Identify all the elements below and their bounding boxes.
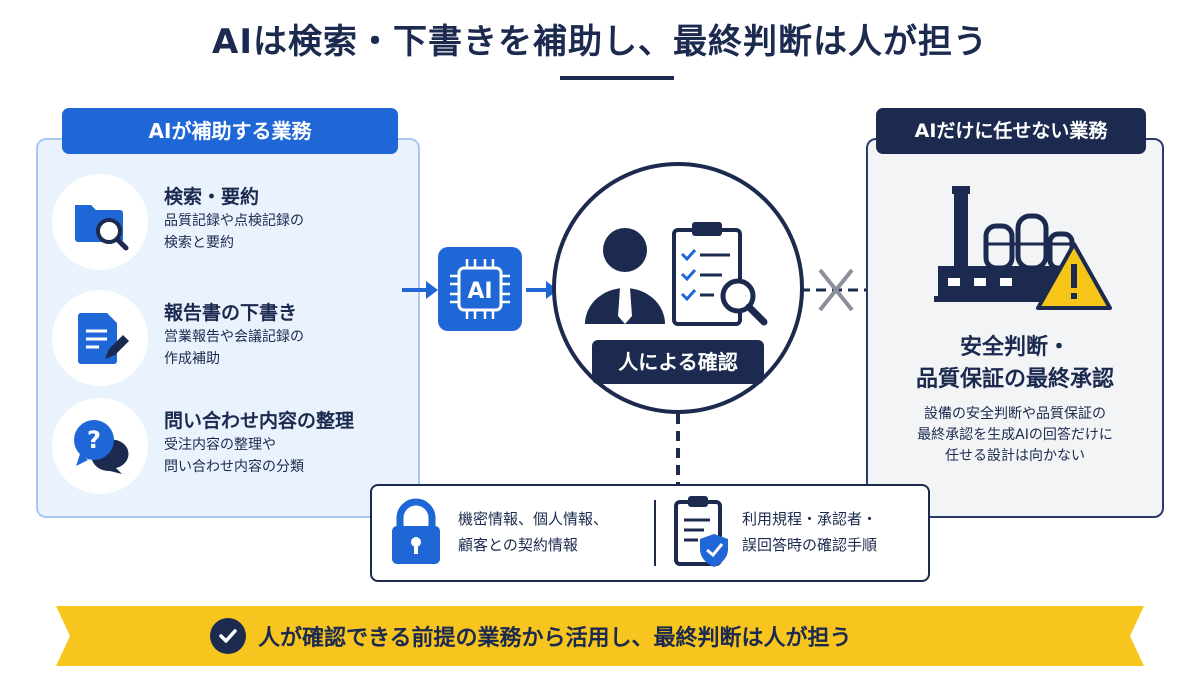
human-review-label: 人による確認 xyxy=(592,340,764,384)
cross-connector xyxy=(800,268,872,312)
left-panel-header: AIが補助する業務 xyxy=(62,108,398,154)
warning-icon xyxy=(1036,242,1112,310)
lock-icon xyxy=(392,498,440,564)
summary-banner-text: 人が確認できる前提の業務から活用し、最終判断は人が担う xyxy=(258,626,852,651)
question-bubble-icon: ? xyxy=(52,398,148,494)
check-circle-icon xyxy=(210,618,246,654)
human-review-illustration xyxy=(585,222,768,326)
factory-warning-icon xyxy=(934,186,1112,310)
ai-chip-icon: AI xyxy=(438,247,522,331)
item-description: 営業報告や会議記録の 作成補助 xyxy=(164,329,304,367)
right-panel-title: 安全判断・ 品質保証の最終承認 xyxy=(915,335,1114,392)
person-icon xyxy=(585,228,665,324)
svg-text:?: ? xyxy=(87,426,101,454)
magnifier-icon xyxy=(720,278,768,326)
document-edit-icon xyxy=(52,290,148,386)
item-description: 品質記録や点検記録の 検索と要約 xyxy=(164,213,304,251)
caution-box xyxy=(370,484,930,582)
item-title: 検索・要約 xyxy=(164,186,260,208)
folder-search-icon xyxy=(52,174,148,270)
page-title: AIは検索・下書きを補助し、最終判断は人が担う xyxy=(212,22,988,62)
right-panel xyxy=(866,138,1164,518)
right-panel-description: 設備の安全判断や品質保証の 最終承認を生成AIの回答だけに 任せる設計は向かない xyxy=(917,406,1113,464)
right-panel-header: AIだけに任せない業務 xyxy=(876,108,1146,154)
cross-icon xyxy=(818,268,854,312)
title-underline xyxy=(560,76,674,80)
caution-divider xyxy=(654,500,656,566)
summary-banner xyxy=(56,606,1144,666)
clipboard-shield-icon xyxy=(674,496,728,567)
arrow-right-icon xyxy=(402,281,438,299)
caution-text-rules: 利用規程・承認者・ 誤回答時の確認手順 xyxy=(742,510,878,554)
item-title: 報告書の下書き xyxy=(164,302,298,324)
item-description: 受注内容の整理や 問い合わせ内容の分類 xyxy=(164,437,304,475)
caution-text-confidential: 機密情報、個人情報、 顧客との契約情報 xyxy=(458,510,609,554)
item-title: 問い合わせ内容の整理 xyxy=(164,410,355,432)
dashed-connector-vertical xyxy=(676,414,680,486)
ai-chip-label: AI xyxy=(467,279,492,304)
